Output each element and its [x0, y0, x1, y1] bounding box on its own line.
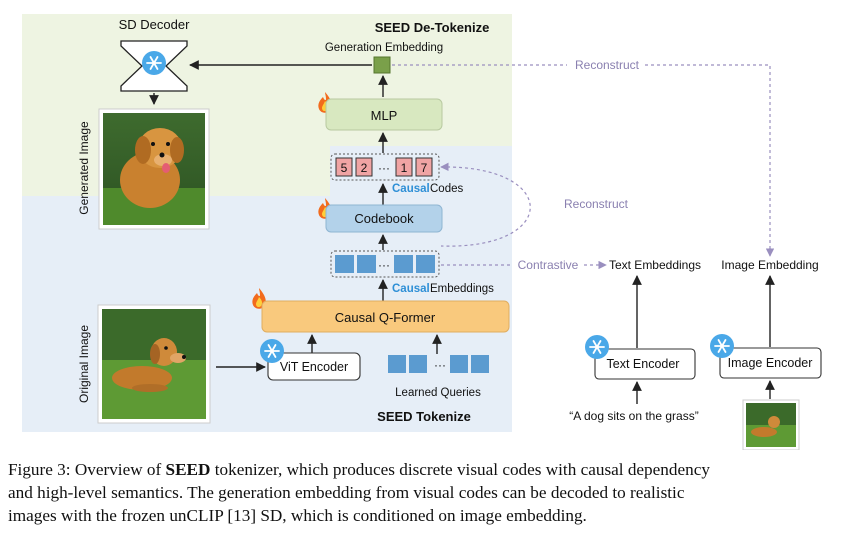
- text-encoder-block: [594, 348, 696, 380]
- frozen-snowflake-icon: [584, 334, 610, 360]
- code-value: 2: [361, 161, 368, 175]
- vit-encoder-block: [267, 352, 361, 381]
- text-encoder-label: Text Encoder: [607, 357, 680, 371]
- causal-qformer-block: [261, 300, 510, 333]
- generated-image-label: Generated Image: [77, 121, 91, 215]
- image-encoder-label: Image Encoder: [728, 356, 813, 370]
- query-cell: [409, 355, 427, 373]
- code-value: 7: [421, 161, 428, 175]
- code-value: 1: [401, 161, 408, 175]
- embedding-cell: [357, 255, 376, 273]
- embedding-cell: [416, 255, 435, 273]
- code-cell: [335, 157, 353, 177]
- input-dog-thumbnail: [742, 399, 800, 450]
- reconstruct-top-label: Reconstruct: [575, 58, 640, 72]
- caption-line2: and high-level semantics. The generation…: [8, 483, 685, 502]
- causal-embeddings-label: Causal Embeddings: [392, 283, 494, 295]
- original-dog-image: [97, 304, 211, 424]
- query-cell: [471, 355, 489, 373]
- codebook-label: Codebook: [354, 211, 414, 226]
- caption-seed-bold: SEED: [165, 460, 211, 479]
- code-value: 5: [341, 161, 348, 175]
- codebook-block: [325, 204, 443, 233]
- codes-ellipsis: ···: [378, 161, 390, 175]
- original-image-label: Original Image: [77, 325, 91, 403]
- text-prompt: “A dog sits on the grass”: [569, 409, 698, 423]
- code-cell: [415, 157, 433, 177]
- queries-ellipsis: ···: [434, 358, 446, 372]
- seed-tokenize-title: SEED Tokenize: [377, 409, 471, 424]
- generation-embedding-square: [373, 56, 391, 74]
- figure-caption: Figure 3: Overview of SEED tokenizer, wh…: [8, 458, 840, 527]
- caption-line1-rest: tokenizer, which produces discrete visua…: [210, 460, 710, 479]
- sd-decoder-label: SD Decoder: [119, 17, 190, 32]
- text-embeddings-label: Text Embeddings: [609, 258, 701, 272]
- mlp-label: MLP: [371, 108, 398, 123]
- code-cell: [355, 157, 373, 177]
- embeddings-ellipsis: ···: [378, 258, 390, 272]
- seed-detokenize-title: SEED De-Tokenize: [375, 20, 490, 35]
- query-cell: [388, 355, 406, 373]
- code-cell: [395, 157, 413, 177]
- contrastive-label: Contrastive: [518, 258, 579, 272]
- causal-codes-group: [330, 153, 440, 181]
- learned-queries-label: Learned Queries: [395, 387, 481, 399]
- vit-encoder-label: ViT Encoder: [280, 360, 348, 374]
- generation-embedding-label: Generation Embedding: [325, 42, 443, 54]
- seed-diagram: SEED De-Tokenize SEED Tokenize SD Decode…: [22, 14, 822, 450]
- causal-qformer-label: Causal Q-Former: [335, 310, 436, 325]
- causal-codes-label: Causal Codes: [392, 183, 463, 195]
- caption-figure-label: Figure 3: Overview of: [8, 460, 166, 479]
- frozen-snowflake-icon: [141, 50, 167, 76]
- query-cell: [450, 355, 468, 373]
- embedding-cell: [335, 255, 354, 273]
- frozen-snowflake-icon: [709, 333, 735, 359]
- mlp-block: [325, 98, 443, 131]
- reconstruct-mid-label: Reconstruct: [564, 197, 629, 211]
- causal-embeddings-group: [330, 250, 440, 278]
- image-embedding-label: Image Embedding: [721, 258, 818, 272]
- image-encoder-block: [719, 347, 822, 379]
- generated-dog-image: [98, 108, 210, 230]
- embedding-cell: [394, 255, 413, 273]
- caption-line3: images with the frozen unCLIP [13] SD, w…: [8, 506, 587, 525]
